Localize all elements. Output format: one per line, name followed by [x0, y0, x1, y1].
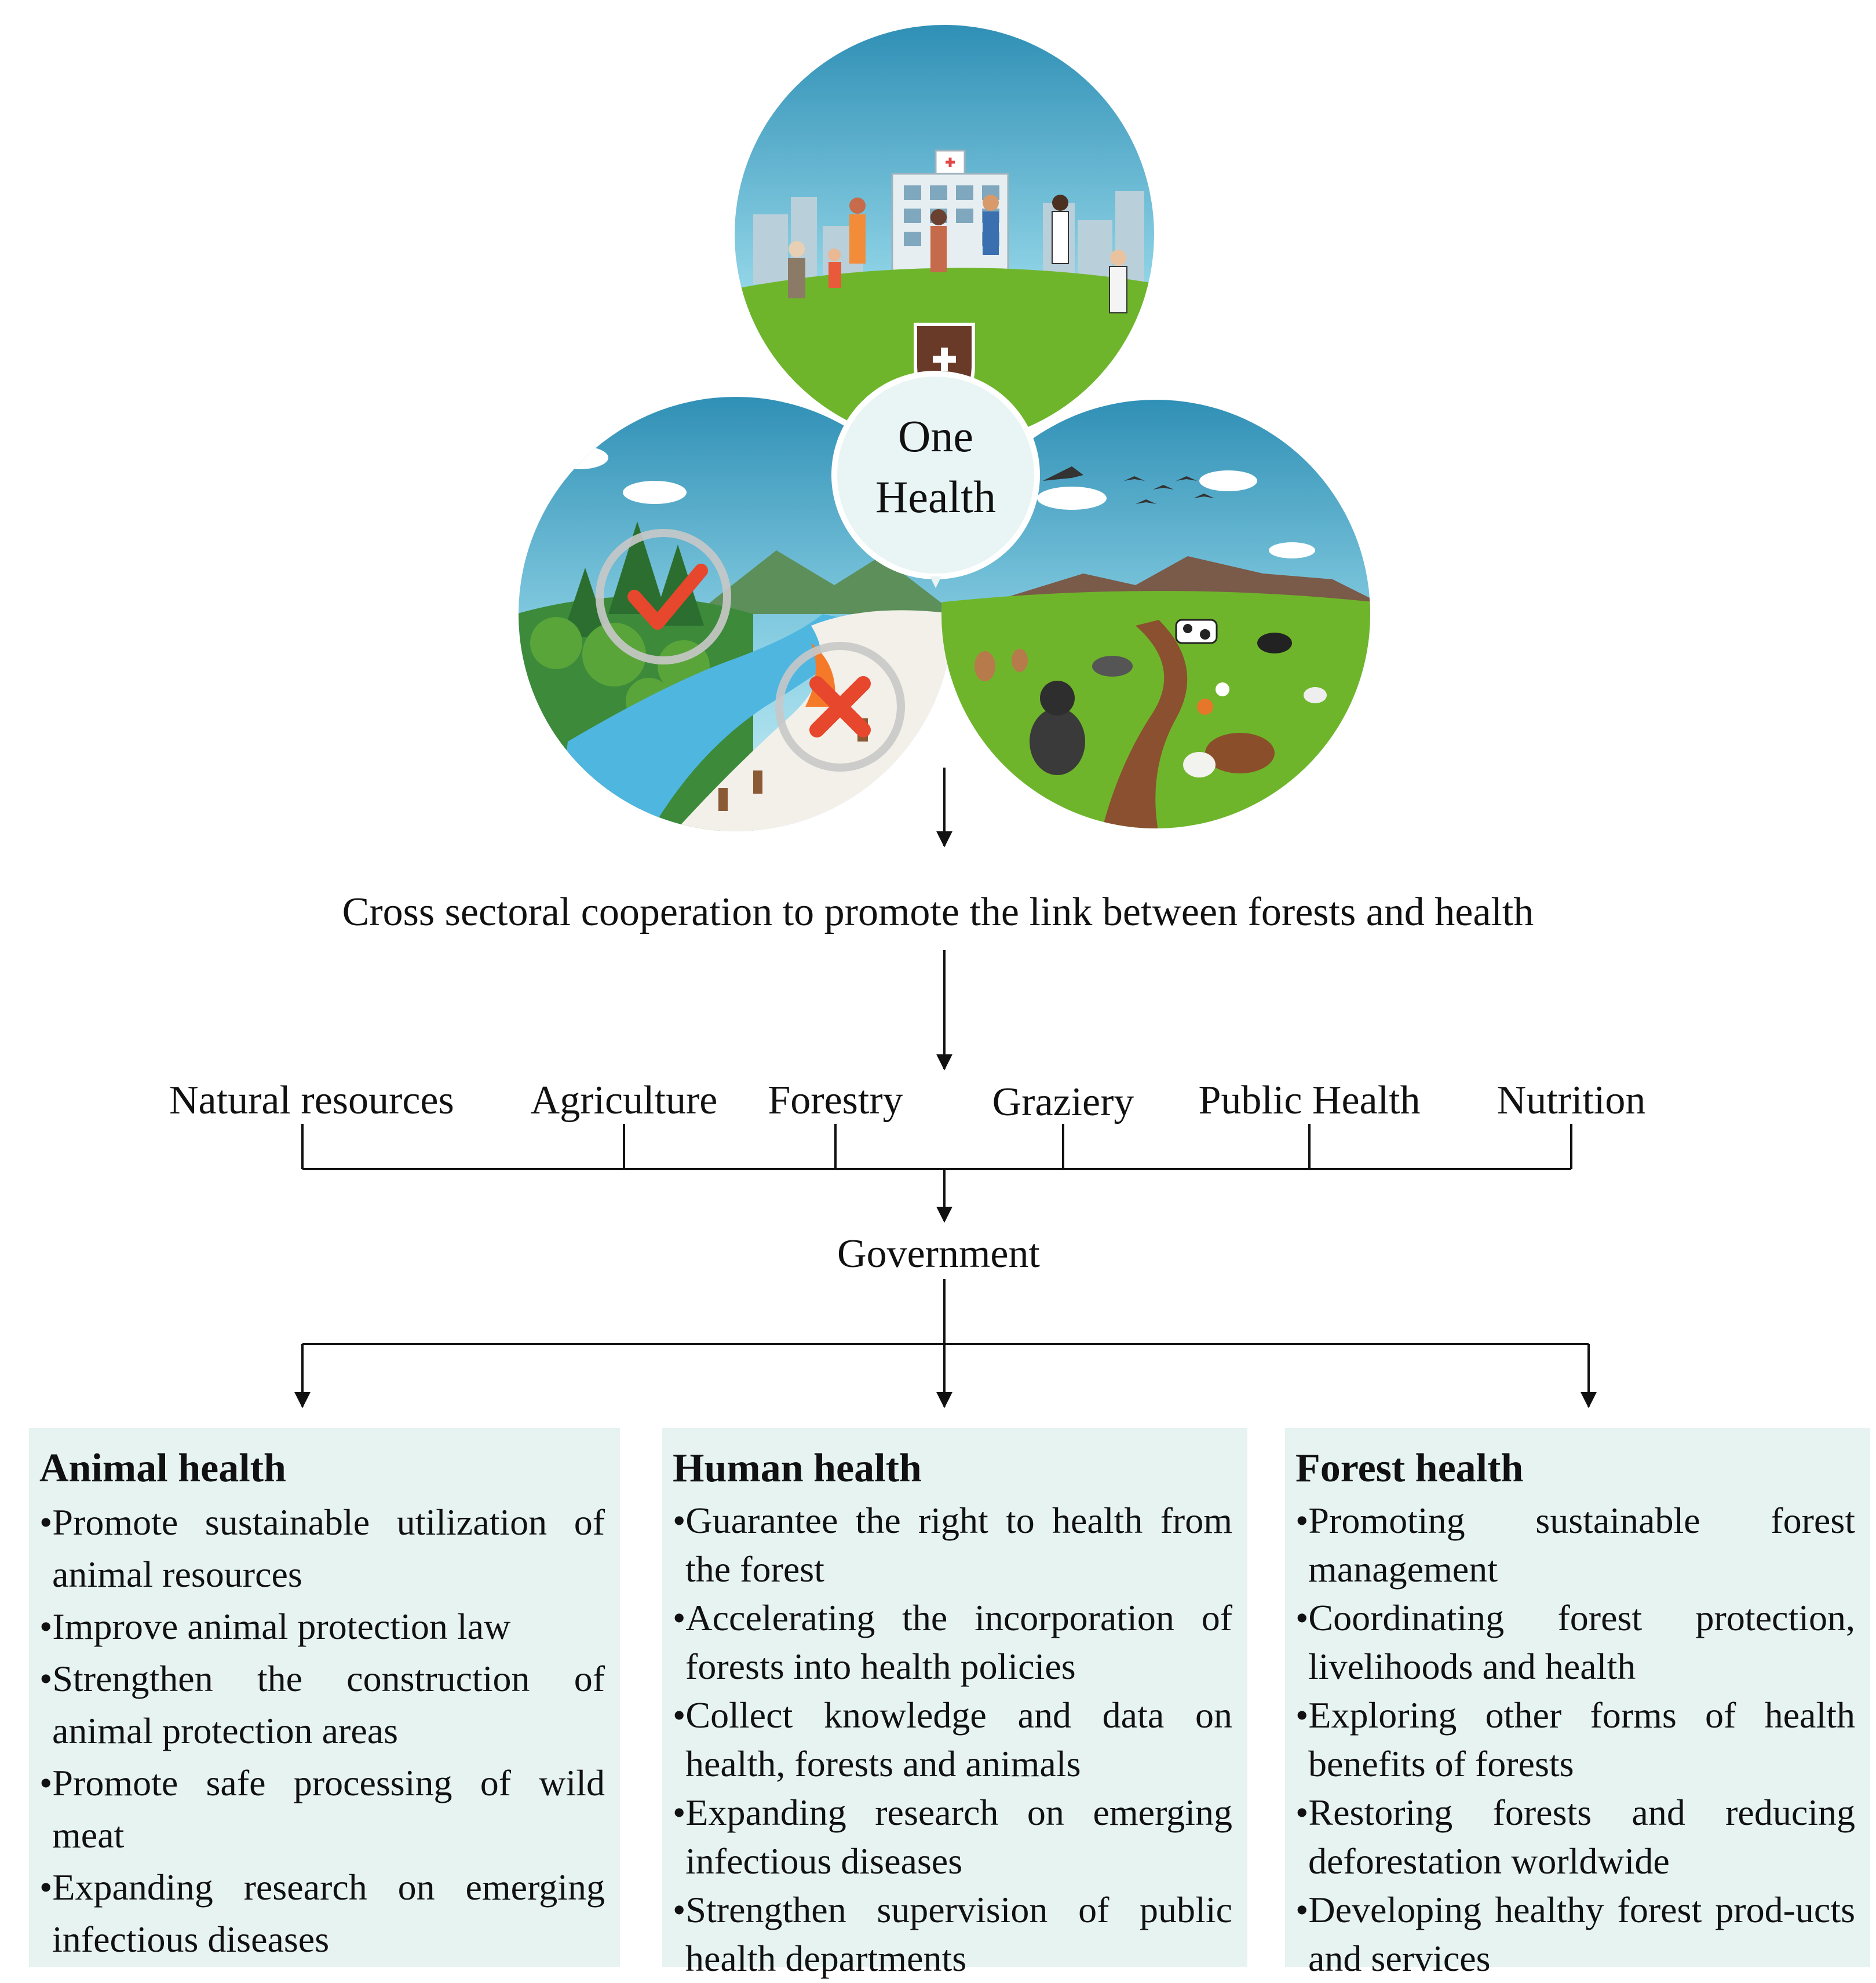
sector-graziery: Graziery	[992, 1080, 1134, 1124]
animal-health-box: Animal health Promote sustainable utiliz…	[29, 1428, 620, 1967]
list-item: Expanding research on emerging infectiou…	[39, 1861, 605, 1966]
list-item: Promoting sustainable forest management	[1295, 1496, 1855, 1594]
list-item: Exploring other forms of health benefits…	[1295, 1691, 1855, 1788]
sector-natural-resources: Natural resources	[169, 1078, 454, 1123]
government-label: Government	[837, 1232, 1040, 1276]
list-item: Collect knowledge and data on health, fo…	[673, 1691, 1232, 1788]
list-item: Promote safe processing of wild meat	[39, 1757, 605, 1861]
box-title: Human health	[673, 1446, 922, 1491]
list-item: Coordinating forest protection, liveliho…	[1295, 1594, 1855, 1691]
one-health-line1: One	[898, 411, 973, 461]
human-health-list: Guarantee the right to health from the f…	[673, 1496, 1232, 1983]
animal-health-scene	[941, 400, 1370, 828]
cooperation-statement: Cross sectoral cooperation to promote th…	[342, 890, 1534, 934]
forest-health-box: Forest health Promoting sustainable fore…	[1285, 1428, 1870, 1979]
human-health-box: Human health Guarantee the right to heal…	[662, 1428, 1247, 1979]
sector-agriculture: Agriculture	[530, 1078, 718, 1123]
list-item: Promote sustainable utilization of anima…	[39, 1496, 605, 1601]
box-title: Forest health	[1295, 1446, 1524, 1491]
list-item: Improve animal protection law	[39, 1601, 605, 1653]
one-health-line2: Health	[875, 472, 996, 523]
animal-health-list: Promote sustainable utilization of anima…	[39, 1496, 605, 1966]
sector-forestry: Forestry	[768, 1078, 903, 1123]
box-title: Animal health	[39, 1446, 286, 1491]
list-item: Strengthen the construction of animal pr…	[39, 1653, 605, 1757]
list-item: Strengthen supervision of public health …	[673, 1886, 1232, 1983]
list-item: Expanding research on emerging infectiou…	[673, 1788, 1232, 1886]
list-item: Accelerating the incorporation of forest…	[673, 1594, 1232, 1691]
list-item: Guarantee the right to health from the f…	[673, 1496, 1232, 1594]
forest-health-list: Promoting sustainable forest management …	[1295, 1496, 1855, 1983]
list-item: Restoring forests and reducing deforesta…	[1295, 1788, 1855, 1886]
one-health-label: One Health	[834, 406, 1037, 528]
sector-public-health: Public Health	[1198, 1078, 1421, 1123]
list-item: Developing healthy forest prod-ucts and …	[1295, 1886, 1855, 1983]
sector-nutrition: Nutrition	[1497, 1078, 1646, 1123]
